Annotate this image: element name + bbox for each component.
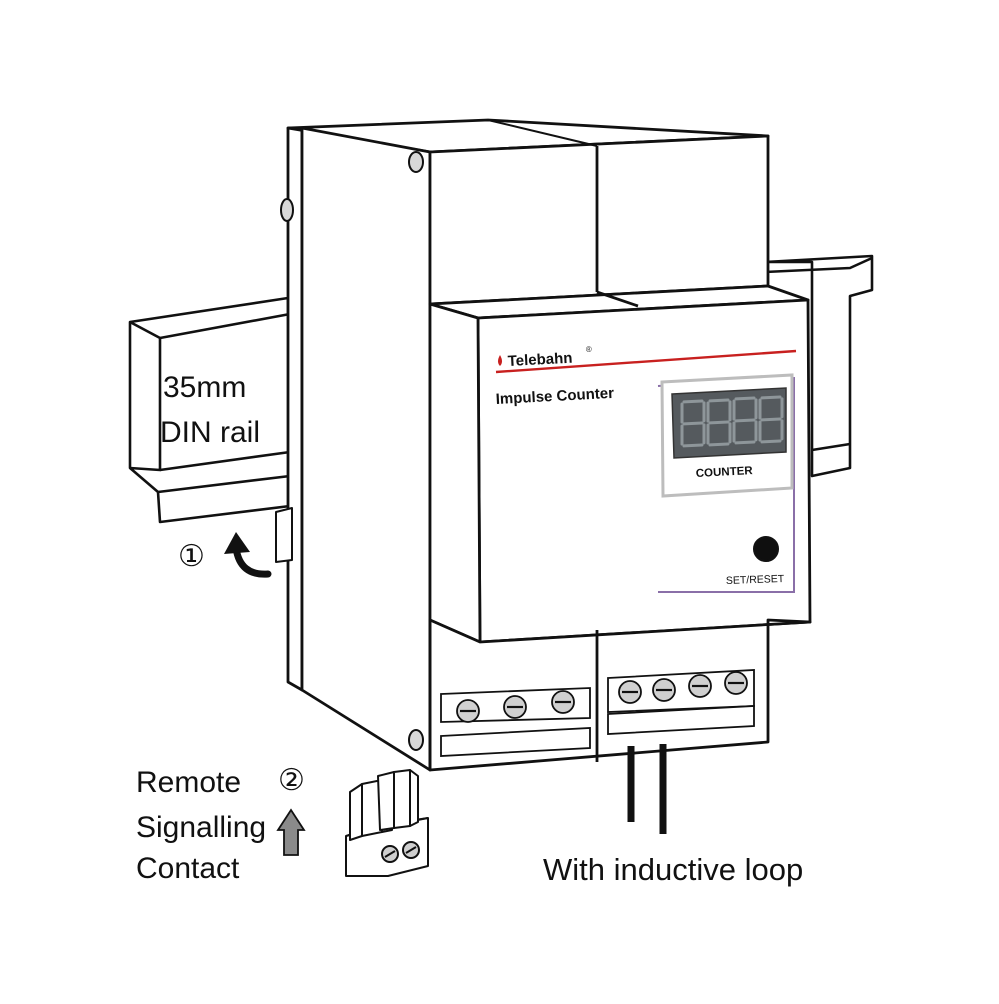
brand-registered-mark: ® (586, 345, 592, 354)
rail-label-line2: DIN rail (160, 416, 260, 449)
signalling-connector (345, 769, 429, 877)
brand-drop-icon (498, 355, 502, 366)
left-label-strip (440, 727, 591, 757)
step-1-marker: ① (178, 540, 205, 573)
remote-label-line3: Contact (136, 852, 240, 885)
remote-label-line1: Remote (136, 766, 241, 799)
display-digits (680, 395, 784, 448)
brand-line (495, 349, 797, 374)
product-name: Impulse Counter (495, 385, 614, 408)
rail-label-line1: 35mm (163, 371, 246, 404)
set-reset-button (753, 536, 779, 562)
inductive-loop-wires (627, 744, 667, 834)
insert-arrow-icon (276, 808, 306, 856)
remote-label-line2: Signalling (136, 811, 266, 844)
terminal-block (440, 669, 755, 757)
screw-top-left (408, 151, 424, 173)
din-rail (128, 254, 874, 524)
screw-bottom-left (408, 729, 424, 751)
housing-screws (280, 151, 424, 751)
loop-label: With inductive loop (543, 852, 803, 887)
button-caption: SET/RESET (726, 573, 785, 587)
right-label-strip (607, 705, 755, 735)
screw-side (280, 198, 294, 222)
step-2-marker: ② (278, 764, 305, 797)
display-caption: COUNTER (696, 465, 754, 480)
brand-name: Telebahn (507, 350, 573, 370)
front-panel (495, 349, 797, 593)
mounting-arrow-icon (224, 532, 272, 578)
